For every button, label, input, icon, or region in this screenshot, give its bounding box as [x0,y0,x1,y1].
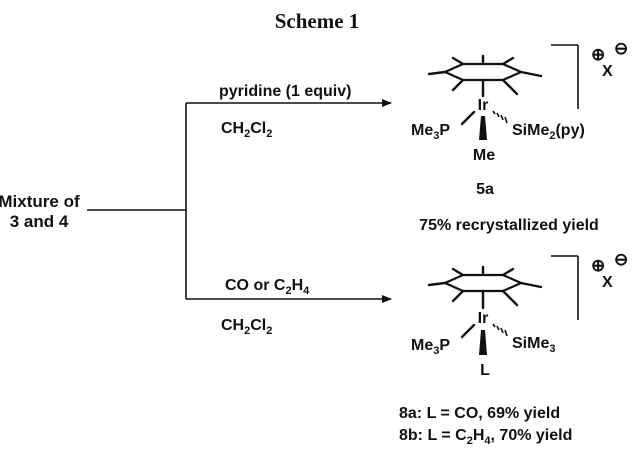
yield-5a: 75% recrystallized yield [419,217,599,234]
upper-reagent: pyridine (1 equiv) [219,83,351,100]
ligand-me-upper: Me [473,147,495,164]
ligand-pme3-upper: Me3P [411,122,450,142]
hashed-bond-upper [492,110,508,124]
ligand-sime2py: SiMe2(py) [512,122,585,142]
upper-solvent: CH2Cl2 [221,120,272,140]
ir-p-bond-lower [460,323,476,339]
scheme-title: Scheme 1 [275,9,360,33]
product-8: ⊕ X ⊖ Ir Me3P SiMe3 L 8a: L = CO, 69% yi… [399,250,628,447]
cation-charge-upper: ⊕ [591,45,605,64]
product-5a: ⊕ X ⊖ Ir Me3P SiMe2(py) Me 5a 75% recrys… [411,39,628,234]
cation-charge-lower: ⊕ [591,256,605,275]
ligand-sime3: SiMe3 [512,335,555,355]
start-line-1: Mixture of [0,192,80,211]
hashed-bond-lower [492,323,508,337]
yield-8a: 8a: L = CO, 69% yield [399,405,560,422]
cp-star-ring-lower [427,265,543,307]
yield-8b: 8b: L = C2H4, 70% yield [399,427,572,447]
ligand-l-lower: L [480,362,490,379]
counterion-upper: X [602,63,613,80]
wedge-bond-lower [479,330,487,355]
anion-charge-upper: ⊖ [614,39,628,58]
metal-ir-upper: Ir [478,97,489,114]
lower-solvent: CH2Cl2 [221,317,272,337]
ir-p-bond-upper [460,110,476,126]
wedge-bond-upper [479,116,487,140]
metal-ir-lower: Ir [478,310,489,327]
lower-reagent: CO or C2H4 [225,277,310,297]
cp-star-ring-upper [427,54,543,96]
counterion-lower: X [602,274,613,291]
anion-charge-lower: ⊖ [614,250,628,269]
compound-label-5a: 5a [476,181,494,198]
ligand-pme3-lower: Me3P [411,337,450,357]
start-line-2: 3 and 4 [10,212,69,231]
